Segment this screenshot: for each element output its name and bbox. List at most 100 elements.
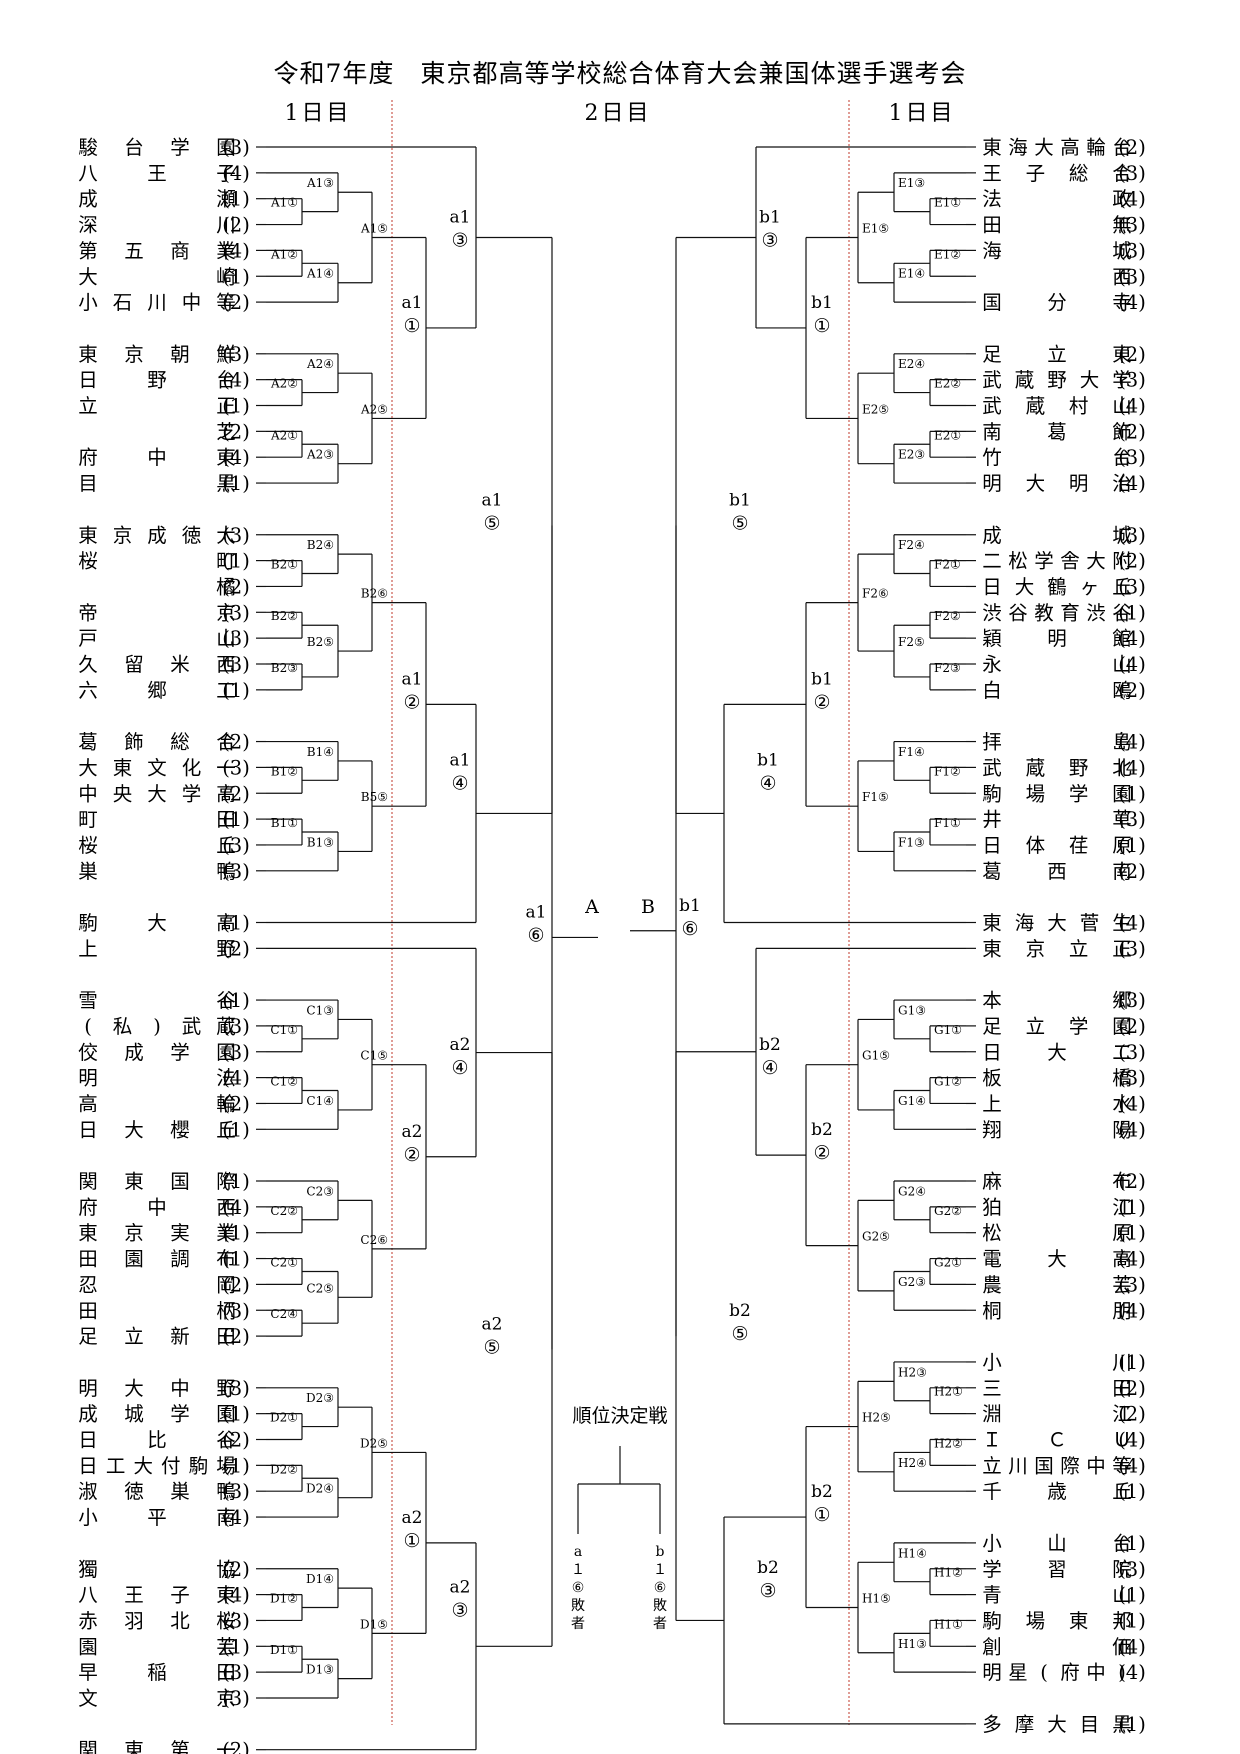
team-seed: (4) [1118,756,1146,779]
team-seed: (1) [222,1118,250,1141]
team-name: 丘 [1112,1480,1132,1503]
team-name: 葛 [78,731,98,754]
team-seed: (1) [222,1222,250,1245]
round-label: ③ [451,1600,468,1622]
consolation-bracket [577,1446,661,1534]
team-seed: (4) [222,1067,250,1090]
team-name: 総 [1069,162,1089,185]
consolation-label-a: 者 [571,1616,585,1632]
team-name: 調 [170,1248,190,1271]
team-name: 永 [982,653,1002,676]
team-seed: (2) [222,1558,250,1581]
round-label: ② [403,1144,420,1166]
team-name: 私 [113,1015,133,1038]
day-label-center: 2日目 [585,101,652,126]
round-label: ③ [451,230,468,252]
team-name: 戸 [78,627,98,650]
team-seed: (2) [222,1429,250,1452]
team-seed: (2) [1118,1170,1146,1193]
consolation-label-b: 者 [653,1616,667,1632]
team-name: 園 [216,1041,236,1064]
team-name: 朝 [170,343,190,366]
team-name: 東 [982,937,1002,960]
team-name: 野 [1047,369,1067,392]
team-seed: (3) [1118,1041,1146,1064]
team-seed: (2) [222,420,250,443]
team-seed: (4) [1118,1118,1146,1141]
team-name: 大 [124,1118,144,1141]
round-label: ① [403,1530,420,1552]
round-label: a2 [450,1578,471,1598]
team-name: 大 [133,1454,153,1477]
team-name: 京 [124,1222,144,1245]
team-seed: (4) [1118,395,1146,418]
round-label: ② [813,1142,830,1164]
team-seed: (2) [1118,1377,1146,1400]
team-name: 生 [1112,912,1132,935]
team-name: 立 [1047,343,1067,366]
match-labels: A1①A1③A1②A1④A1⑤A2②A2④A2①A2③A2⑤B2①B2④B2②B… [270,176,963,1676]
match-label: H1⑤ [862,1592,891,1606]
match-label: C2⑤ [306,1281,334,1295]
team-name: 武 [982,395,1002,418]
team-seed: (4) [222,369,250,392]
team-name: 松 [1008,550,1028,573]
team-name: 川 [216,214,236,237]
team-name: 京 [1026,937,1046,960]
team-name: 山 [1047,1532,1067,1555]
match-label: C1④ [306,1094,334,1108]
team-name: 総 [170,731,190,754]
team-name: 工 [106,1454,126,1477]
consolation-label-a: a [574,1544,582,1560]
team-name: 小 [982,1532,1002,1555]
team-name: Ｉ [982,1429,1002,1452]
team-name: 農 [982,1273,1002,1296]
team-seed: (1) [222,188,250,211]
team-seed: (4) [1118,1454,1146,1477]
team-name: 関 [78,1739,98,1754]
team-name: 学 [1034,550,1054,573]
team-seed: (1) [222,1454,250,1477]
team-name: 正 [216,395,236,418]
team-seed: (3) [1118,369,1146,392]
team-name: 東 [982,912,1002,935]
team-name: 附 [1112,550,1132,573]
team-name: 川 [1112,1351,1132,1374]
team-seed: (2) [222,731,250,754]
team-name: 田 [1112,1377,1132,1400]
team-name: 平 [147,1506,167,1529]
team-seed: (1) [222,1248,250,1271]
team-name: 岡 [216,1273,236,1296]
team-name: 丘 [216,834,236,857]
match-label: C1① [270,1023,298,1037]
team-seed: (4) [222,1506,250,1529]
match-label: D1① [270,1643,298,1657]
team-name: 足 [78,1325,98,1348]
team-name: 王 [982,162,1002,185]
team-seed: (1) [222,808,250,831]
match-label: D2④ [306,1482,334,1496]
team-name: 淵 [982,1403,1002,1426]
team-seed: (3) [222,601,250,624]
team-name: 蔵 [1026,395,1046,418]
consolation-label-a: 敗 [571,1598,585,1614]
team-name: 桐 [982,1299,1002,1322]
team-name: 小 [78,1506,98,1529]
page-title: 令和7年度 東京都高等学校総合体育大会兼国体選手選考会 [274,59,967,88]
team-seed: (1) [1118,834,1146,857]
team-name: 板 [982,1067,1002,1090]
team-name: 目 [78,472,98,495]
team-name: 子 [1026,162,1046,185]
team-seed: (4) [1118,653,1146,676]
team-name: 付 [161,1454,181,1477]
team-name: 大 [1026,472,1046,495]
team-name: 東 [216,1584,236,1607]
round-label: b1 [729,490,751,510]
team-name: 摩 [1015,1713,1035,1736]
team-name: ( [1040,1661,1048,1684]
team-name: ヶ [1080,575,1100,598]
team-name: 拝 [982,731,1002,754]
team-name: 東 [78,343,98,366]
team-seed: (4) [1118,188,1146,211]
match-label: D2② [270,1462,298,1476]
